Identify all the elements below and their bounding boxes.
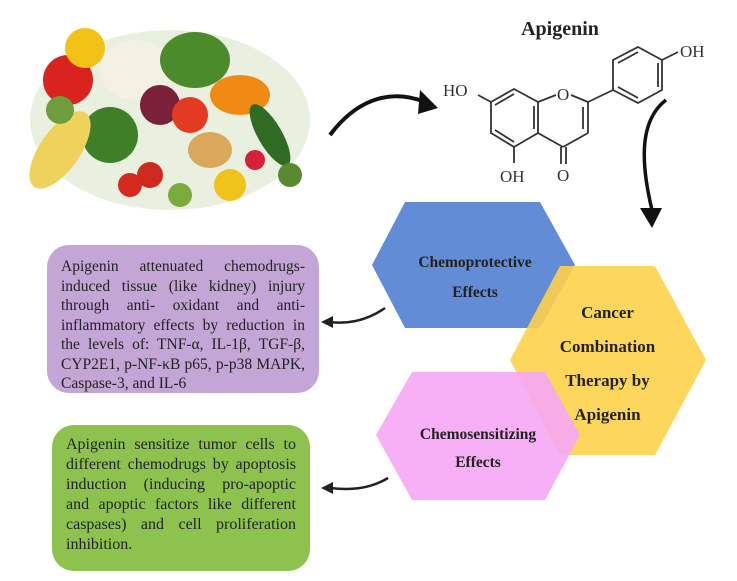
arrow-to-hexagons: [640, 98, 668, 228]
arrow-to-purple-box: [321, 306, 386, 328]
center-label: Cancer Combination Therapy by Apigenin: [545, 296, 670, 432]
center-line3: Therapy by: [565, 371, 650, 390]
vegetables-image: [29, 28, 310, 210]
center-line2: Combination: [559, 337, 656, 356]
chemoprotective-description-box: Apigenin attenuated chemodrugs-induced t…: [47, 245, 319, 393]
oh-bottom-label: OH: [500, 167, 525, 186]
molecule-title: Apigenin: [521, 18, 599, 40]
apigenin-structure: [477, 45, 679, 164]
chemosensitizing-line1: Chemosensitizing: [419, 426, 537, 443]
chemoprotective-line2: Effects: [452, 284, 498, 301]
center-line4: Apigenin: [574, 405, 641, 424]
oh-top-label: OH: [680, 42, 705, 61]
carbonyl-oxygen-label: O: [557, 166, 569, 185]
hexagon-chemosensitizing: [376, 372, 580, 500]
chemosensitizing-label: Chemosensitizing Effects: [398, 424, 558, 474]
center-line1: Cancer: [581, 303, 634, 322]
arrow-to-green-box: [321, 476, 389, 494]
arrow-to-molecule: [328, 90, 438, 137]
chemosensitizing-line2: Effects: [455, 454, 501, 471]
ring-oxygen-label: O: [557, 85, 569, 104]
chemoprotective-label: Chemoprotective Effects: [395, 252, 555, 304]
chemoprotective-line1: Chemoprotective: [418, 254, 532, 271]
chemosensitizing-description-box: Apigenin sensitize tumor cells to differ…: [52, 425, 310, 571]
ho-left-label: HO: [443, 81, 468, 100]
hexagon-chemoprotective: [372, 202, 575, 328]
